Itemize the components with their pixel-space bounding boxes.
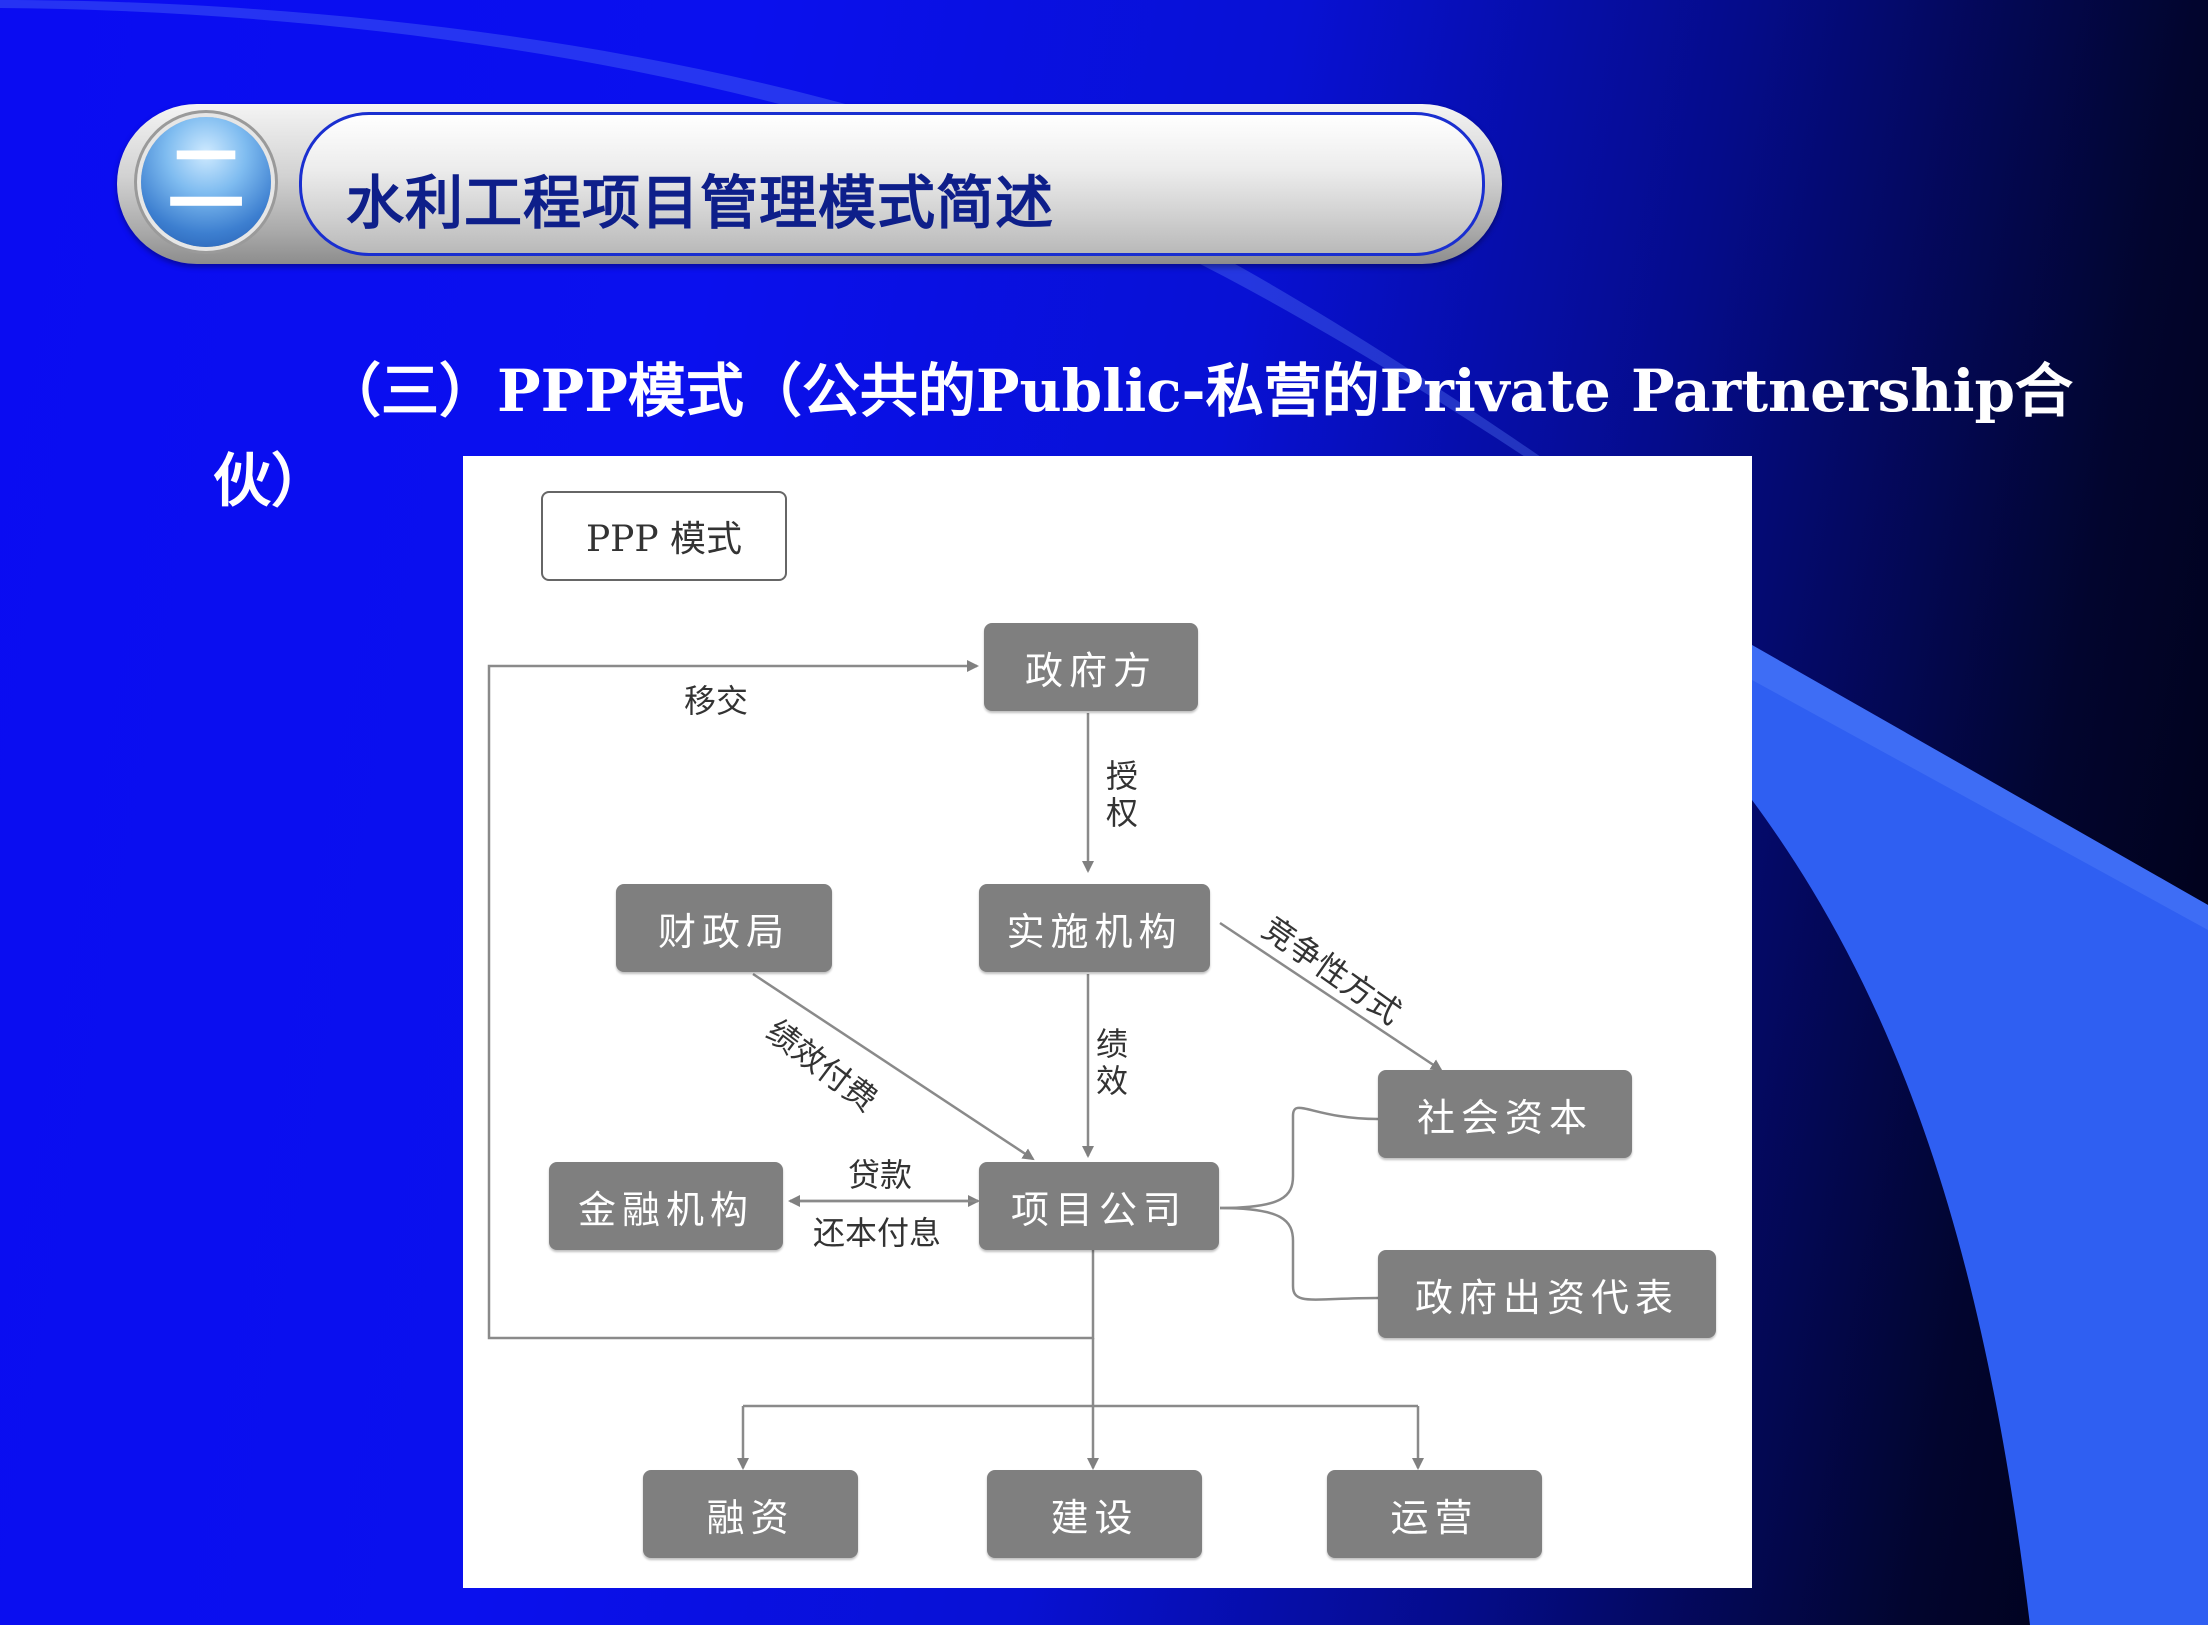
node-construction: 建设	[987, 1470, 1202, 1558]
section-banner: 二	[117, 104, 1502, 264]
label-performance: 绩效	[1095, 1025, 1128, 1100]
node-financial-institution: 金融机构	[549, 1162, 783, 1250]
legend-box: PPP 模式	[541, 491, 787, 581]
node-operation: 运营	[1327, 1470, 1542, 1558]
subsection-heading: （三）PPP模式（公共的Public-私营的Private Partnershi…	[213, 357, 2074, 515]
node-implementing-agency: 实施机构	[979, 884, 1210, 972]
node-social-capital: 社会资本	[1378, 1070, 1632, 1158]
node-project-company: 项目公司	[979, 1162, 1219, 1250]
node-financing: 融资	[643, 1470, 858, 1558]
ppp-diagram: PPP 模式 政府方 实施机构 财政局 社会资本 金融机构 项目公司 政府出资代…	[463, 456, 1752, 1588]
label-loan: 贷款	[848, 1156, 913, 1194]
label-authorize: 授权	[1105, 757, 1138, 832]
label-transfer: 移交	[684, 682, 749, 720]
diagram-connectors	[487, 660, 1443, 1470]
node-finance-bureau: 财政局	[616, 884, 832, 972]
section-number-badge: 二	[141, 117, 271, 247]
node-government-investor: 政府出资代表	[1378, 1250, 1716, 1338]
node-government: 政府方	[984, 623, 1198, 711]
banner-inner	[299, 112, 1485, 256]
section-title: 水利工程项目管理模式简述	[346, 169, 1055, 237]
label-repayment: 还本付息	[813, 1214, 942, 1252]
